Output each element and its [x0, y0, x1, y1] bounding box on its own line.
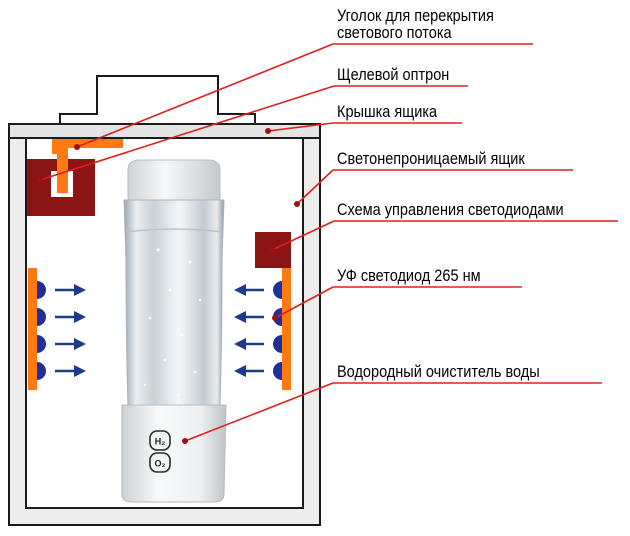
right-led-board	[282, 268, 291, 390]
label-led-driver: Схема управления светодиодами	[337, 201, 564, 219]
o2-button-label: O₂	[155, 459, 166, 469]
leader-uv-led	[274, 286, 334, 319]
bottle-cap	[127, 159, 221, 201]
uv-led-left-1	[37, 281, 46, 299]
label-box: Светонепроницаемый ящик	[337, 150, 525, 168]
label-underlines	[333, 43, 618, 384]
uv-led-left-3	[37, 335, 46, 353]
label-corner-line2: светового потока	[337, 24, 452, 42]
uv-led-right-1	[273, 281, 282, 299]
light-arrowhead-left-2	[74, 311, 86, 323]
label-lid: Крышка ящика	[337, 103, 438, 121]
o2-button	[149, 452, 171, 473]
water-surface	[125, 228, 223, 233]
h2-button-label: H₂	[155, 437, 166, 447]
leader-corner	[76, 43, 334, 148]
dot-optocoupler	[37, 177, 43, 183]
light-arrowhead-right-1	[234, 284, 246, 296]
dot-lid	[265, 128, 271, 134]
uv-led-right-3	[273, 335, 282, 353]
light-arrowhead-left-1	[74, 284, 86, 296]
label-optocoupler: Щелевой оптрон	[337, 66, 450, 84]
light-arrowhead-right-4	[234, 365, 246, 377]
light-arrowhead-left-4	[74, 365, 86, 377]
light-shutter-corner	[52, 139, 123, 193]
dot-uv-led	[272, 315, 278, 321]
light-arrowhead-right-2	[234, 311, 246, 323]
h2-button	[149, 430, 171, 451]
dot-led-driver	[269, 247, 275, 253]
light-arrowhead-right-3	[234, 338, 246, 350]
slot-optocoupler	[27, 159, 95, 216]
uv-led-left-4	[37, 362, 46, 380]
dot-box	[294, 201, 300, 207]
leader-lines	[39, 43, 335, 442]
bubbles	[143, 248, 202, 397]
leader-dots	[37, 128, 300, 444]
bottle-base	[121, 404, 227, 503]
leader-led-driver	[271, 220, 335, 251]
dot-purifier	[182, 438, 188, 444]
label-uv-led: УФ светодиод 265 нм	[337, 267, 481, 285]
dot-corner	[74, 144, 80, 150]
leader-optocoupler	[39, 85, 335, 181]
uv-led-strips	[28, 268, 291, 390]
lid-handle	[59, 75, 256, 124]
hydrogen-water-purifier: H₂ O₂	[121, 159, 227, 503]
label-purifier: Водородный очиститель воды	[337, 363, 540, 381]
leader-lid	[267, 122, 334, 132]
label-corner-line1: Уголок для перекрытия	[337, 7, 494, 25]
uv-led-left-2	[37, 308, 46, 326]
leader-box	[296, 169, 334, 205]
left-led-board	[28, 268, 37, 390]
uv-led-right-4	[273, 362, 282, 380]
leader-purifier	[184, 382, 334, 442]
optocoupler-assembly	[27, 139, 123, 216]
light-arrowhead-left-3	[74, 338, 86, 350]
